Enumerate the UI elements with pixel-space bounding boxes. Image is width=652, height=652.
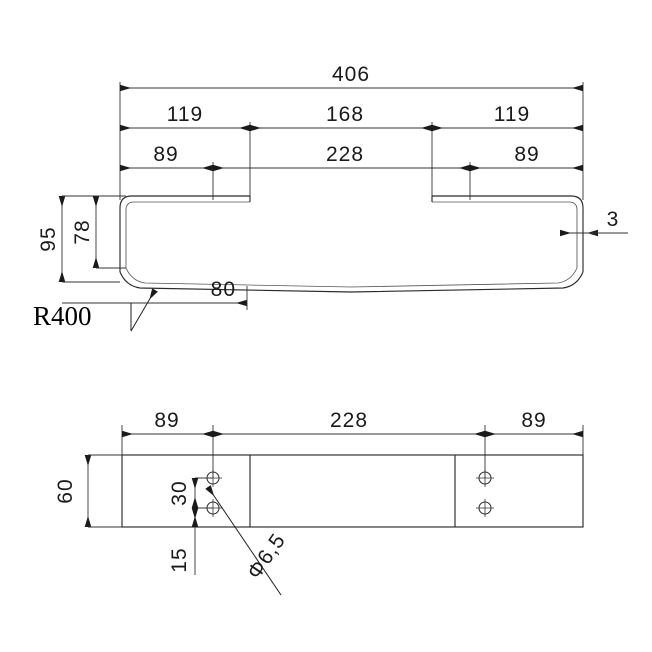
dimension-chain-bottom: 89 228 89 (122, 409, 583, 438)
dimension-value-upper-middle: 168 (326, 103, 364, 126)
front-view-extension-lines (119, 82, 584, 200)
dimension-value-height-78: 78 (71, 219, 94, 244)
dimension-value-bottom-middle: 228 (330, 409, 368, 432)
diameter-value: Φ6,5 (243, 529, 290, 583)
dimension-height-60: 60 (54, 454, 122, 528)
dimension-overall-length-406: 406 (120, 63, 583, 92)
dimension-hole-offset-15: 15 (168, 508, 199, 575)
hole-group-right (476, 469, 494, 517)
diameter-leader: Φ6,5 (205, 485, 290, 596)
profile-inner-outline (125, 201, 578, 288)
dimension-value-depth-80: 80 (211, 278, 236, 301)
dimension-value-height-95: 95 (37, 226, 60, 251)
dimension-value-lower-right: 89 (514, 143, 539, 166)
dimension-chain-upper: 119 168 119 (120, 103, 583, 132)
dimension-value-hole-spacing-30: 30 (168, 480, 191, 505)
dimension-depth-80: 80 (62, 278, 248, 310)
dimension-value-height-60: 60 (54, 478, 77, 503)
radius-leader-r400: R400 (33, 288, 158, 332)
front-section-view: 406 119 168 119 89 228 89 (33, 63, 628, 332)
dimension-hole-spacing-30: 30 (168, 477, 213, 509)
profile-outline (119, 195, 584, 293)
dimension-value-lower-middle: 228 (326, 143, 364, 166)
dimension-value-bottom-left: 89 (154, 409, 179, 432)
dimension-value-upper-right: 119 (494, 103, 530, 126)
bottom-view-outline (121, 454, 584, 528)
bottom-plan-view: 89 228 89 (54, 409, 584, 596)
radius-value-r400: R400 (33, 301, 92, 331)
hole-right-upper (476, 469, 494, 487)
hole-right-lower (476, 499, 494, 517)
dimension-value-406: 406 (332, 63, 370, 86)
dimension-height-95: 95 (37, 195, 120, 283)
dimension-height-78: 78 (71, 195, 126, 269)
profile-notch-edges (249, 196, 433, 202)
dimension-value-thickness-3: 3 (607, 208, 620, 231)
dimension-value-hole-offset-15: 15 (168, 547, 191, 572)
dimension-thickness-3: 3 (560, 208, 628, 237)
hole-group-left (204, 469, 222, 517)
dimension-value-bottom-right: 89 (521, 409, 546, 432)
bottom-view-extension-lines (121, 425, 584, 478)
dimension-value-upper-left: 119 (167, 103, 203, 126)
dimension-chain-lower: 89 228 89 (120, 143, 583, 172)
dimension-value-lower-left: 89 (153, 143, 178, 166)
